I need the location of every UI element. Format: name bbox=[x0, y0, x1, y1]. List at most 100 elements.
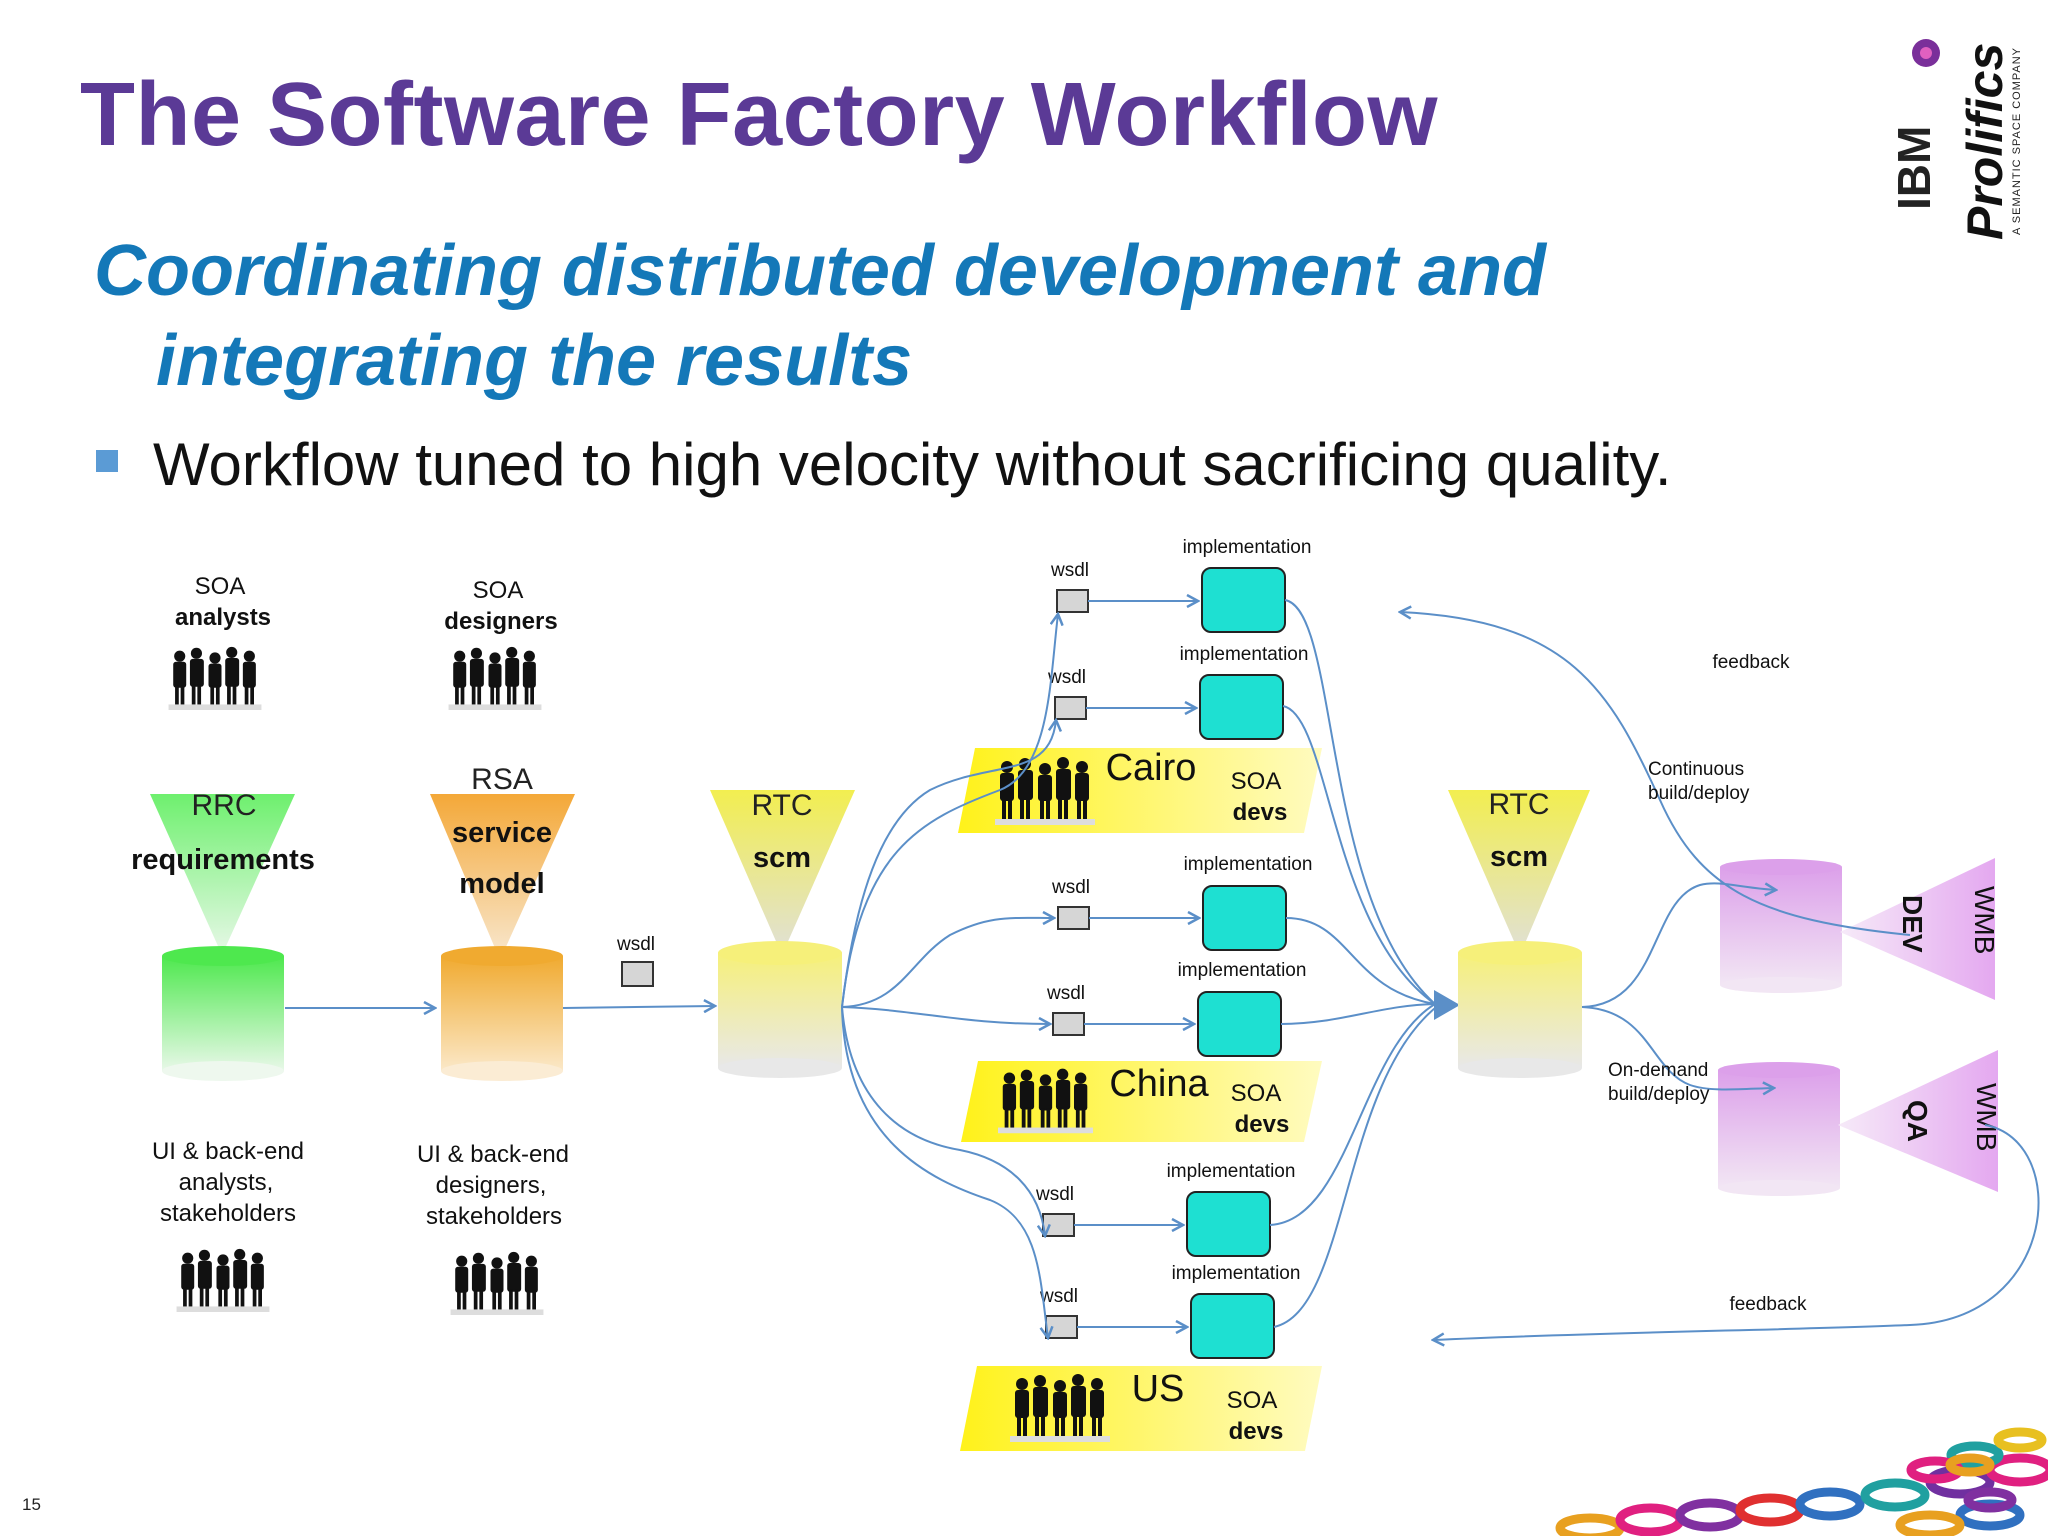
impl-box-3 bbox=[1202, 885, 1287, 951]
continuous-label-1: Continuous bbox=[1648, 759, 1744, 780]
fanin-arrowhead bbox=[1434, 990, 1460, 1020]
wsdl-doc-5 bbox=[1042, 1213, 1075, 1237]
arrow-ondemand-build bbox=[1581, 1006, 1774, 1090]
rrc-tool-label: RRC bbox=[192, 789, 257, 822]
wmb-dev-line-2: DEV bbox=[1897, 895, 1928, 953]
feedback-bottom-label: feedback bbox=[1729, 1294, 1807, 1315]
cairo-soa-label: SOA bbox=[1231, 768, 1282, 795]
wsdl-doc-1 bbox=[1056, 589, 1089, 613]
slide-title: The Software Factory Workflow bbox=[80, 65, 1439, 165]
wmb-dev-line-1: WMB bbox=[1969, 886, 2000, 954]
rtc-left-scm-label: scm bbox=[753, 842, 811, 874]
svg-text:A SEMANTIC SPACE COMPANY: A SEMANTIC SPACE COMPANY bbox=[2011, 47, 2023, 235]
soa-analysts-label-1: SOA bbox=[195, 573, 246, 600]
bullet-marker bbox=[96, 450, 118, 472]
impl-row-4: implementation wsdl bbox=[1046, 960, 1307, 1057]
stakeholders-right-line-3: stakeholders bbox=[426, 1203, 562, 1230]
stakeholders-right-people-icon bbox=[450, 1251, 544, 1315]
stakeholders-right-line-2: designers, bbox=[436, 1172, 547, 1199]
wsdl-label-6: wsdl bbox=[1039, 1286, 1078, 1307]
rsa-repository bbox=[441, 946, 563, 1081]
soa-designers-label-1: SOA bbox=[473, 577, 524, 604]
team-band-cairo: Cairo SOA devs bbox=[958, 747, 1322, 833]
soa-analysts-people-icon bbox=[168, 646, 262, 710]
fanout-arrows bbox=[841, 614, 1058, 1338]
wsdl-label-1: wsdl bbox=[1050, 560, 1089, 581]
impl-row-5: implementation wsdl bbox=[1035, 1161, 1296, 1257]
rtc-right-funnel bbox=[1448, 790, 1590, 955]
decorative-chain-graphic bbox=[1555, 1427, 2048, 1536]
arrow-feedback-bottom bbox=[1433, 1124, 2040, 1340]
rsa-tool-label: RSA bbox=[471, 763, 533, 796]
impl-row-2: implementation wsdl bbox=[1047, 644, 1309, 740]
cairo-devs-label: devs bbox=[1233, 799, 1288, 826]
continuous-label-2: build/deploy bbox=[1648, 783, 1750, 804]
svg-text:IBM: IBM bbox=[1890, 126, 1940, 210]
impl-row-1: implementation wsdl bbox=[1050, 537, 1312, 633]
slide-subtitle: Coordinating distributed development and… bbox=[94, 231, 1547, 401]
wsdl-doc-3 bbox=[1057, 906, 1090, 930]
us-devs-label: devs bbox=[1229, 1418, 1284, 1445]
wmb-qa-line-1: WMB bbox=[1971, 1083, 2002, 1151]
us-city-label: US bbox=[1132, 1368, 1185, 1410]
arrow-continuous-build bbox=[1581, 883, 1776, 1008]
wsdl-doc-main bbox=[621, 961, 654, 987]
us-soa-label: SOA bbox=[1227, 1387, 1278, 1414]
impl-label-4: implementation bbox=[1178, 960, 1307, 981]
feedback-top-label: feedback bbox=[1712, 652, 1790, 673]
impl-label-6: implementation bbox=[1172, 1263, 1301, 1284]
impl-box-5 bbox=[1186, 1191, 1271, 1257]
rtc-left-tool-label: RTC bbox=[751, 789, 812, 822]
wsdl-label-main: wsdl bbox=[616, 934, 655, 955]
prolifics-tagline: A SEMANTIC SPACE COMPANY bbox=[2011, 47, 2023, 235]
wmb-qa-funnel bbox=[1838, 1050, 1998, 1192]
wsdl-label-4: wsdl bbox=[1046, 983, 1085, 1004]
ondemand-label-1: On-demand bbox=[1608, 1060, 1708, 1081]
wsdl-label-3: wsdl bbox=[1051, 877, 1090, 898]
soa-designers-people-icon bbox=[448, 646, 542, 710]
slide-number: 15 bbox=[22, 1495, 41, 1514]
ibm-logo: IBM bbox=[1890, 126, 1940, 210]
impl-label-2: implementation bbox=[1180, 644, 1309, 665]
svg-text:Prolifics: Prolifics bbox=[1957, 43, 2013, 240]
arrow-rsa-to-rtc bbox=[562, 1006, 715, 1008]
rsa-model-label: model bbox=[459, 868, 544, 900]
rrc-funnel bbox=[150, 794, 295, 955]
logo-block: IBM Prolifics A SEMANTIC SPACE COMPANY bbox=[1890, 39, 2023, 240]
wmb-qa-repository bbox=[1718, 1062, 1840, 1196]
rrc-requirements-label: requirements bbox=[131, 844, 315, 876]
wsdl-doc-2 bbox=[1054, 696, 1087, 720]
wmb-dev-funnel bbox=[1840, 858, 1995, 1000]
bullet-text: Workflow tuned to high velocity without … bbox=[153, 431, 1672, 498]
china-devs-label: devs bbox=[1235, 1111, 1290, 1138]
team-band-china: China SOA devs bbox=[961, 1061, 1322, 1142]
rsa-funnel bbox=[430, 794, 575, 960]
fanin-arrows bbox=[1269, 599, 1441, 1328]
cairo-city-label: Cairo bbox=[1106, 747, 1197, 789]
impl-label-1: implementation bbox=[1183, 537, 1312, 558]
wsdl-doc-4 bbox=[1052, 1012, 1085, 1036]
rrc-repository bbox=[162, 946, 284, 1081]
soa-designers-label-2: designers bbox=[444, 608, 557, 635]
rsa-service-label: service bbox=[452, 817, 552, 849]
arrow-feedback-top bbox=[1400, 612, 1911, 936]
impl-label-3: implementation bbox=[1184, 854, 1313, 875]
stakeholders-left-people-icon bbox=[176, 1248, 270, 1312]
wmb-qa-line-2: QA bbox=[1902, 1100, 1933, 1142]
team-band-us: US SOA devs bbox=[960, 1366, 1322, 1451]
china-city-label: China bbox=[1109, 1063, 1209, 1105]
wmb-dev-repository bbox=[1720, 859, 1842, 993]
impl-row-3: implementation wsdl bbox=[1051, 854, 1313, 951]
impl-box-4 bbox=[1197, 991, 1282, 1057]
wsdl-doc-6 bbox=[1045, 1315, 1078, 1339]
impl-box-1 bbox=[1201, 567, 1286, 633]
stakeholders-right-line-1: UI & back-end bbox=[417, 1141, 569, 1168]
impl-box-2 bbox=[1199, 674, 1284, 740]
rtc-left-funnel bbox=[710, 790, 855, 955]
rtc-right-scm-label: scm bbox=[1490, 841, 1548, 873]
ondemand-label-2: build/deploy bbox=[1608, 1084, 1710, 1105]
prolifics-logo: Prolifics bbox=[1957, 43, 2013, 240]
impl-label-5: implementation bbox=[1167, 1161, 1296, 1182]
stakeholders-left-line-3: stakeholders bbox=[160, 1200, 296, 1227]
